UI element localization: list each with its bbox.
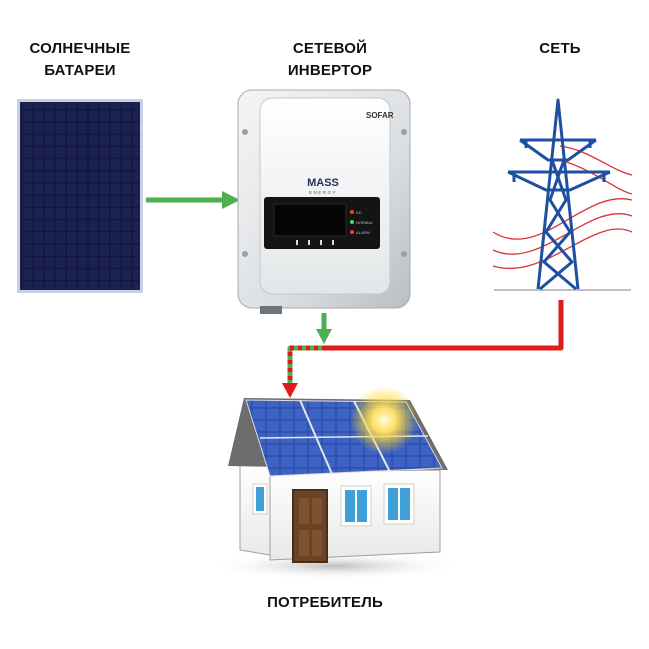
inverter-button [332, 240, 334, 245]
inverter-button [308, 240, 310, 245]
inverter-connectors [260, 306, 282, 314]
inverter-screw [401, 129, 407, 135]
solar-flow-arrowhead [222, 191, 240, 209]
indicator-normal: NORMAL [356, 220, 374, 225]
house [205, 386, 465, 580]
door-panel [299, 498, 309, 524]
inverter-screw [401, 251, 407, 257]
house-window [384, 484, 414, 524]
alarm-led-icon [350, 230, 354, 234]
door-panel [312, 498, 322, 524]
door-panel [299, 530, 309, 556]
tower-frame [508, 100, 610, 289]
power-tower [493, 100, 632, 290]
inverter-display [274, 204, 346, 236]
mixed-flow-arrowhead [282, 383, 298, 398]
inverter-output-arrowhead [316, 329, 332, 344]
solar-panel-cells [20, 102, 140, 290]
solar-to-inverter-arrow [146, 191, 240, 209]
inverter-model: MASS [307, 177, 339, 189]
inverter-model-sub: ENERGY [309, 190, 337, 195]
inverter-screw [242, 129, 248, 135]
inverter-button [320, 240, 322, 245]
indicator-dc: DC [356, 210, 362, 215]
inverter-screw [242, 251, 248, 257]
indicator-alarm: ALARM [356, 230, 370, 235]
inverter-button [296, 240, 298, 245]
dc-led-icon [350, 210, 354, 214]
mixed-flow-base [290, 348, 326, 384]
house-window [341, 486, 371, 526]
solar-panel [17, 99, 143, 293]
sun-glare-icon [350, 386, 418, 454]
inverter-device: SOFAR MASS ENERGY DC NORMAL ALARM [238, 90, 410, 314]
inverter-brand: SOFAR [366, 111, 394, 120]
flow-connections [282, 300, 561, 398]
normal-led-icon [350, 220, 354, 224]
mixed-flow-dashes [290, 348, 326, 384]
door-panel [312, 530, 322, 556]
inverter-front [260, 98, 390, 294]
house-side-window [253, 484, 267, 514]
